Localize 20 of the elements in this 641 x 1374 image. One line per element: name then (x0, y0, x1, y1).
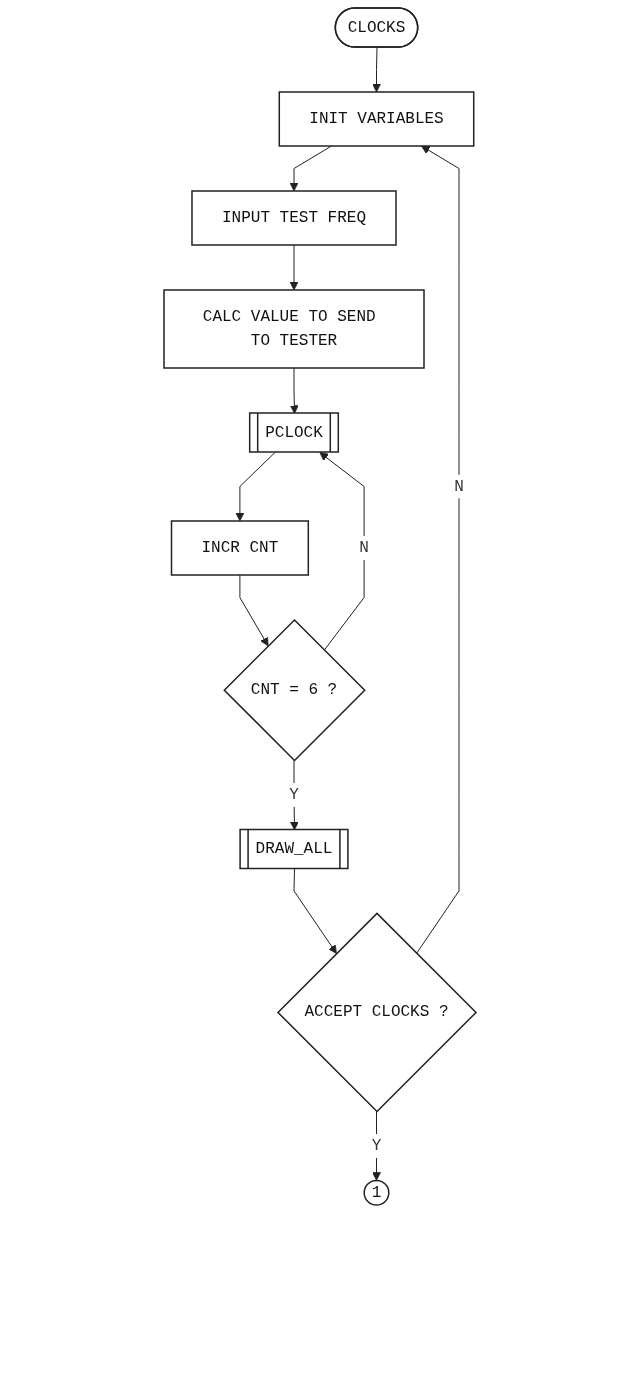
edge-label: N (454, 477, 465, 496)
arrow (294, 868, 338, 954)
arrow (290, 367, 300, 414)
node-box: INIT VARIABLES (279, 91, 475, 147)
node-box: INCR CNT (171, 520, 310, 576)
arrow (372, 47, 382, 93)
arrow (239, 574, 269, 647)
arrow (319, 452, 366, 651)
node-diamond: ACCEPT CLOCKS ? (277, 912, 478, 1113)
node-diamond: CNT = 6 ? (223, 618, 367, 762)
arrow (236, 452, 276, 522)
arrow (372, 1110, 382, 1181)
edge-label: Y (289, 785, 300, 804)
node-box: INPUT TEST FREQ (191, 190, 398, 246)
node-circle: 1 (363, 1179, 391, 1206)
arrow (290, 244, 299, 291)
node-box: CALC VALUE TO SEND TO TESTER (163, 289, 426, 369)
arrow (416, 145, 460, 954)
edge-label: Y (372, 1136, 382, 1155)
edge-label: N (359, 539, 370, 557)
